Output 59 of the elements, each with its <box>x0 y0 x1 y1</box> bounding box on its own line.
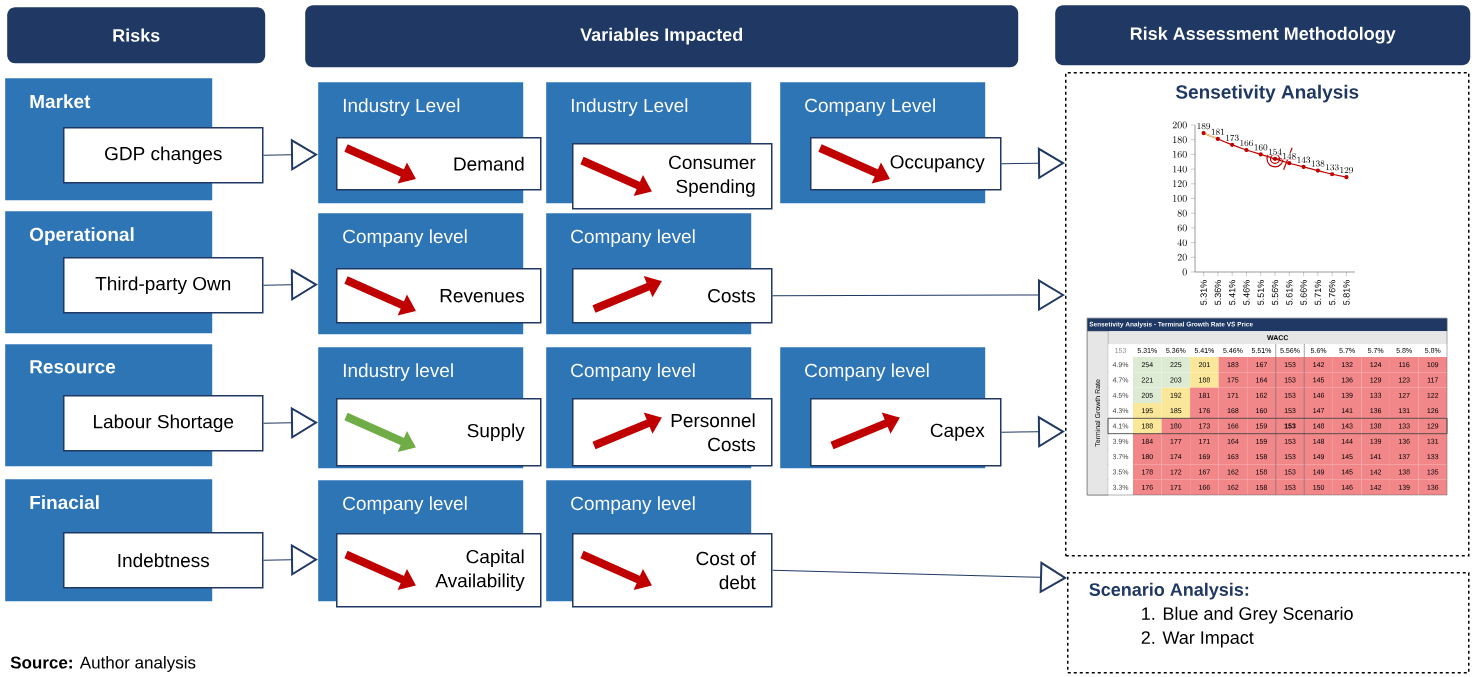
header-banner: Risk Assessment Methodology <box>1055 5 1471 66</box>
y-tick-label: 200 <box>1172 121 1187 129</box>
y-tick-label: 120 <box>1173 180 1187 188</box>
header-banner: Risks <box>7 7 266 64</box>
data-label: 148 <box>1283 153 1296 160</box>
x-tick-label: 5.31% <box>1200 280 1207 305</box>
variable-box: Cost of debt <box>572 533 773 608</box>
y-tick-label: 20 <box>1177 253 1187 261</box>
data-label: 189 <box>1197 122 1211 130</box>
point <box>1258 152 1263 157</box>
variable-box: Occupancy <box>810 137 1002 191</box>
variable-box: Demand <box>336 137 542 191</box>
header-banner: Variables Impacted <box>305 5 1019 68</box>
data-label: 173 <box>1226 134 1239 141</box>
x-tick-label: 5.41% <box>1229 280 1236 305</box>
risk-box: Indebtness <box>63 532 264 589</box>
x-tick-label: 5.51% <box>1257 280 1264 305</box>
x-tick-label: 5.71% <box>1314 280 1322 305</box>
y-tick-label: 40 <box>1177 239 1187 247</box>
data-label: 138 <box>1311 160 1325 167</box>
point <box>1230 142 1235 147</box>
data-label: 166 <box>1240 139 1253 147</box>
x-tick-label: 5.76% <box>1328 280 1336 305</box>
y-tick-label: 0 <box>1182 268 1187 276</box>
x-tick-label: 5.66% <box>1300 280 1307 305</box>
point <box>1344 175 1349 180</box>
x-tick-label: 5.36% <box>1214 280 1222 305</box>
variable-box: Personnel Costs <box>572 398 773 467</box>
y-tick-label: 160 <box>1173 150 1187 158</box>
data-label: 181 <box>1211 128 1225 136</box>
y-tick-label: 80 <box>1177 209 1187 217</box>
risk-box: Third-party Own <box>63 257 264 314</box>
x-tick-label: 5.56% <box>1271 280 1279 305</box>
variable-box: Supply <box>336 398 542 467</box>
data-label: 133 <box>1326 164 1339 171</box>
point <box>1215 136 1220 142</box>
y-tick-label: 140 <box>1173 165 1187 173</box>
point <box>1330 172 1335 177</box>
variable-box: Consumer Spending <box>572 143 773 210</box>
variable-box: Costs <box>572 268 773 324</box>
y-tick-label: 100 <box>1173 195 1187 202</box>
x-tick-label: 5.81% <box>1343 280 1350 305</box>
data-label: 160 <box>1254 144 1268 151</box>
x-tick-label: 5.46% <box>1243 280 1250 305</box>
risk-box: Labour Shortage <box>63 395 264 452</box>
data-label: 129 <box>1340 167 1353 174</box>
point <box>1201 130 1206 136</box>
y-tick-label: 180 <box>1173 136 1187 144</box>
y-tick-label: 60 <box>1177 224 1187 232</box>
data-label: 143 <box>1297 156 1311 163</box>
point <box>1315 168 1320 173</box>
variable-box: Revenues <box>336 268 542 324</box>
risk-box: GDP changes <box>63 127 264 184</box>
variable-box: Capex <box>810 398 1002 467</box>
method-panel: Scenario Analysis: 1. Blue and Grey Scenario 2. War Impact <box>1067 572 1470 674</box>
source-note: Source: Author analysis <box>10 656 196 672</box>
point <box>1244 147 1249 153</box>
variable-box: Capital Availability <box>336 533 542 608</box>
x-tick-label: 5.61% <box>1286 280 1293 305</box>
